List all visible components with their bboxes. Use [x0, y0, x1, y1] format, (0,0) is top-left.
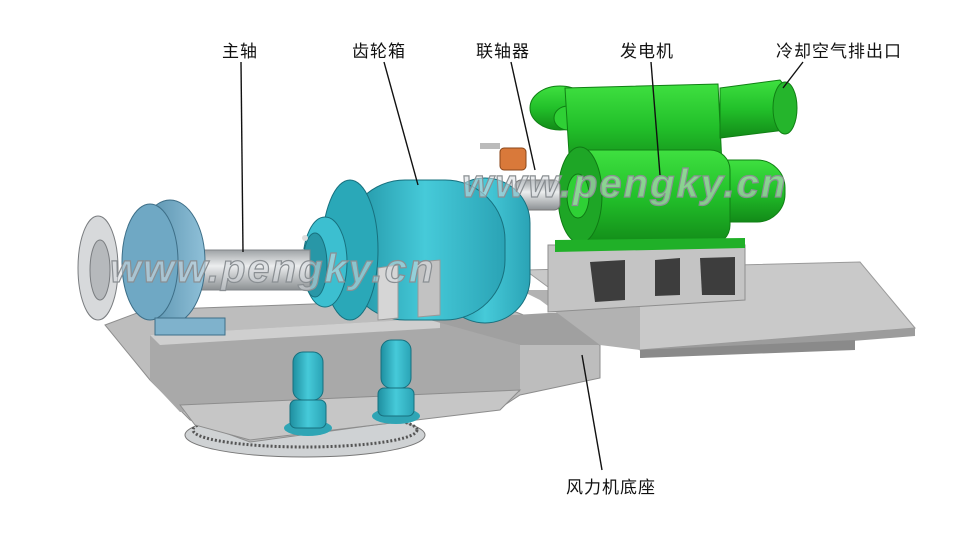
- leader-line-cooling-air-outlet: [782, 61, 804, 89]
- label-coupling: 联轴器: [476, 42, 530, 62]
- leader-line-generator: [650, 61, 661, 176]
- watermark-text: www.pengky.cn: [110, 247, 435, 291]
- leader-line-nacelle-base: [581, 354, 603, 471]
- label-main-shaft: 主轴: [222, 42, 258, 62]
- hub-flange: [77, 215, 119, 321]
- label-nacelle-base: 风力机底座: [566, 478, 656, 498]
- leader-line-main-shaft: [240, 61, 244, 253]
- gearbox-support: [377, 259, 441, 321]
- yaw-drive-1: [284, 351, 332, 436]
- leader-line-coupling: [510, 61, 536, 171]
- yaw-drive-2: [372, 339, 420, 424]
- generator: [529, 79, 798, 252]
- label-cooling-air-outlet: 冷却空气排出口: [776, 42, 902, 62]
- main-bearing: [121, 199, 226, 336]
- leader-line-gearbox: [383, 61, 419, 186]
- generator-pedestal: [547, 244, 746, 313]
- label-gearbox: 齿轮箱: [352, 42, 406, 62]
- label-generator: 发电机: [620, 42, 674, 62]
- watermark-text: www.pengky.cn: [462, 162, 787, 206]
